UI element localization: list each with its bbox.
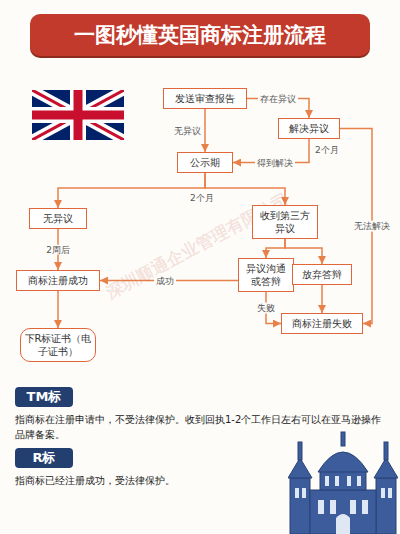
edge-label: 成功 xyxy=(154,275,176,286)
process-box: 公示期 xyxy=(177,152,233,173)
flow-arrow xyxy=(58,173,205,208)
box-text: 解决异议 xyxy=(282,122,336,135)
process-box: 发送审查报告 xyxy=(163,88,247,109)
building-illustration xyxy=(288,428,398,534)
process-box: 放弃答辩 xyxy=(292,264,352,285)
process-box: 无异议 xyxy=(29,208,87,229)
box-text: 异议沟通或答辩 xyxy=(242,262,290,288)
section-heading: TM标 xyxy=(15,387,73,407)
edge-label: 得到解决 xyxy=(255,157,295,168)
edge-label: 失败 xyxy=(255,302,277,313)
flow-arrow xyxy=(57,291,59,328)
box-text: 放弃答辩 xyxy=(296,268,348,281)
process-box: 收到第三方异议 xyxy=(252,205,318,239)
process-box: 异议沟通或答辩 xyxy=(238,258,294,292)
box-text: 无异议 xyxy=(33,212,83,225)
box-text: 商标注册成功 xyxy=(20,274,96,287)
edge-label: 2周后 xyxy=(44,244,72,255)
uk-flag xyxy=(32,90,124,140)
process-box: 商标注册成功 xyxy=(16,270,100,291)
note-label: 2个月 xyxy=(190,192,214,205)
flow-arrow xyxy=(204,109,206,152)
section-text: 指商标在注册申请中，不受法律保护。收到回执1-2个工作日左右可以在亚马逊操作品牌… xyxy=(15,413,387,442)
edge-label: 存在异议 xyxy=(258,93,298,104)
edge-label: 无法解决 xyxy=(352,221,392,232)
process-box: 解决异议 xyxy=(278,118,340,139)
note-label: 2个月 xyxy=(315,144,339,157)
box-text: 收到第三方异议 xyxy=(256,209,314,235)
box-text: 发送审查报告 xyxy=(167,92,243,105)
title-text: 一图秒懂英国商标注册流程 xyxy=(74,21,326,49)
box-text: 商标注册失败 xyxy=(285,317,359,330)
box-text: 下R标证书（电子证书） xyxy=(24,332,92,358)
section-text: 指商标已经注册成功，受法律保护。 xyxy=(15,474,275,489)
process-box: 商标注册失败 xyxy=(281,313,363,334)
section-heading: R标 xyxy=(15,448,73,468)
process-box: 下R标证书（电子证书） xyxy=(20,328,96,362)
edge-label: 无异议 xyxy=(172,125,203,136)
flow-arrow xyxy=(321,285,323,313)
box-text: 公示期 xyxy=(181,156,229,169)
title-banner: 一图秒懂英国商标注册流程 xyxy=(30,14,370,56)
flow-arrow xyxy=(266,239,285,258)
